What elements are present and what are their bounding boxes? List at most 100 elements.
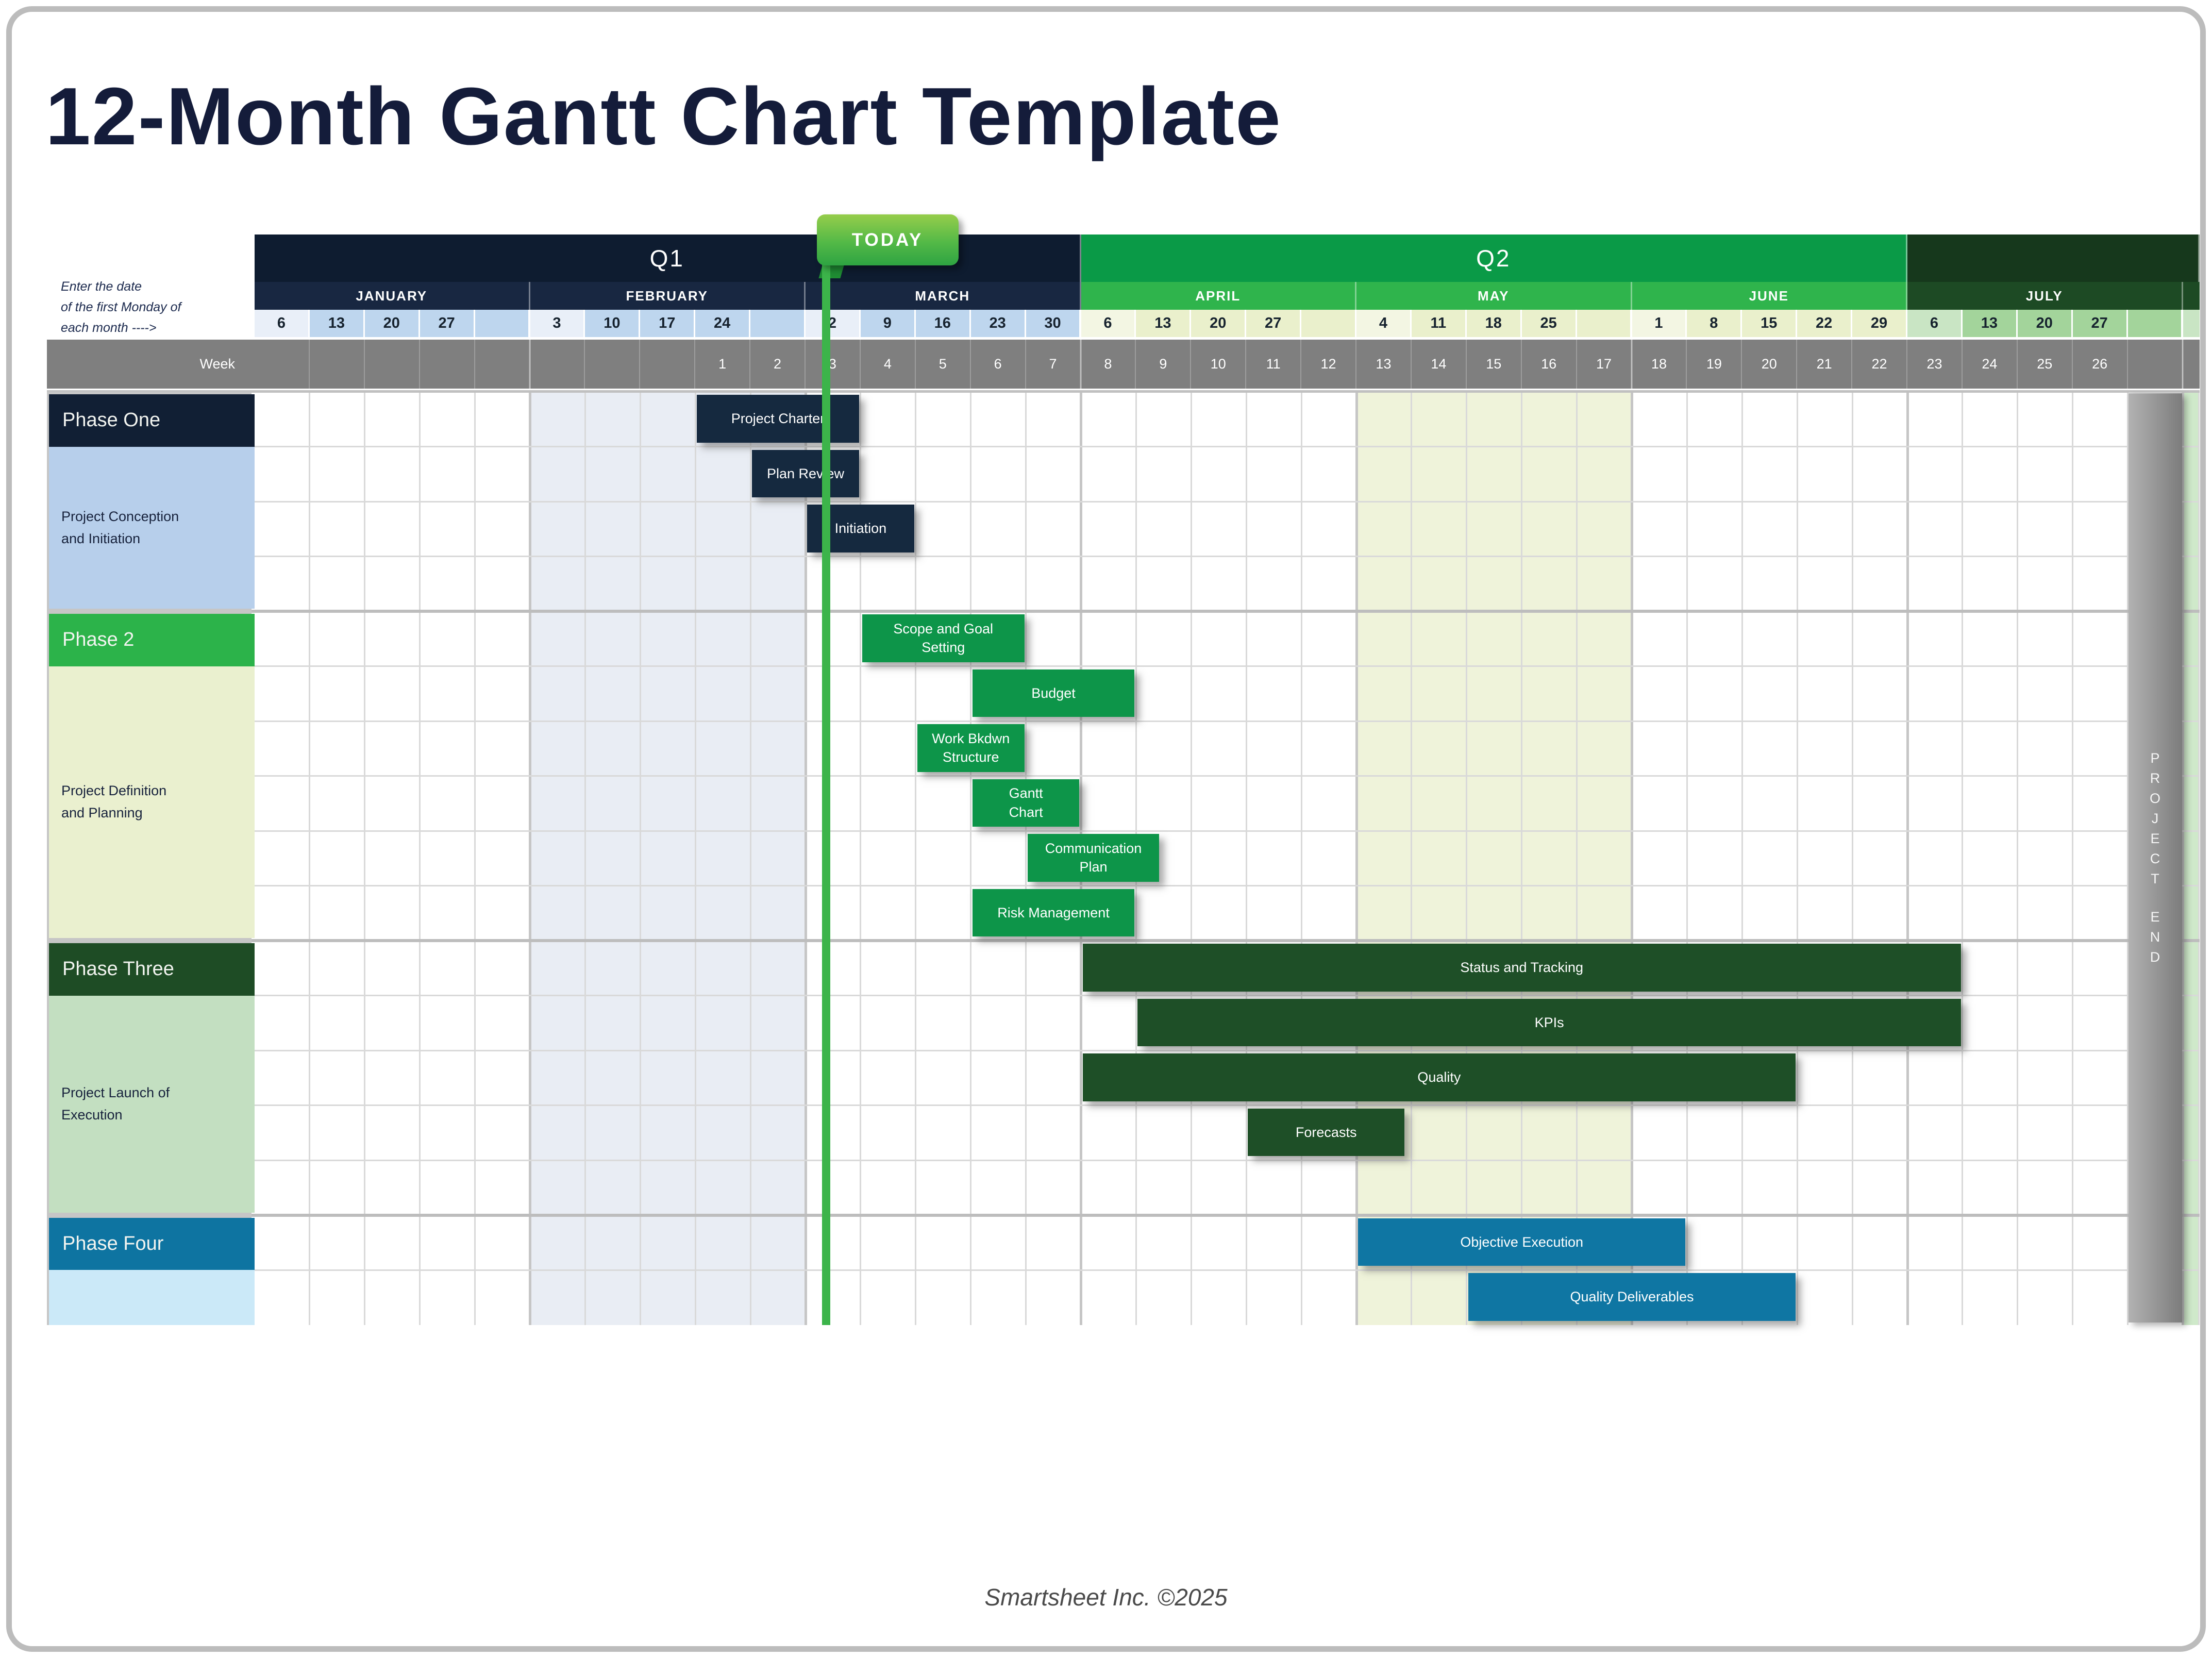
gridline (47, 390, 2200, 393)
gridline (474, 392, 476, 1325)
week-cell-16: 16 (1521, 340, 1577, 389)
week-cell-20: 20 (1742, 340, 1798, 389)
gridline (364, 392, 366, 1325)
gridline (1300, 392, 1302, 1325)
gridline (1466, 392, 1468, 1325)
task-bar-plan-review: Plan Review (752, 449, 859, 497)
gridline (255, 1104, 2200, 1106)
quarter-header-2: Q2 (1081, 235, 1907, 282)
page-title: 12-Month Gantt Chart Template (45, 71, 1282, 162)
phase-header-1: Phase One (49, 394, 255, 447)
gridline (255, 885, 2200, 886)
week-cell-9: 9 (1136, 340, 1192, 389)
week-cell-empty (475, 340, 530, 389)
today-line (822, 260, 830, 1325)
week-cell-empty (255, 340, 310, 389)
section-divider (47, 1213, 2200, 1217)
week-cell-5: 5 (915, 340, 971, 389)
date-cell-february-3: 3 (530, 310, 585, 337)
task-bar-scope-and-goal-setting: Scope and Goal Setting (862, 614, 1025, 662)
gridline (584, 392, 586, 1325)
gridline (1962, 392, 1964, 1325)
week-cell-14: 14 (1411, 340, 1467, 389)
gridline (255, 720, 2200, 722)
task-bar-communication-plan: Communication Plan (1027, 834, 1160, 882)
section-divider (47, 610, 2200, 613)
date-cell-march-23: 23 (970, 310, 1026, 337)
gridline (860, 392, 862, 1325)
date-cell-may-25: 25 (1521, 310, 1577, 337)
task-bar-budget: Budget (972, 669, 1135, 717)
note-line-1: Enter the date (61, 279, 142, 294)
gridline (2127, 392, 2129, 1325)
date-cell-february-17: 17 (640, 310, 696, 337)
month-header-january: JANUARY (255, 282, 530, 310)
gridline (804, 392, 807, 1325)
week-row-label: Week (47, 340, 255, 389)
task-bar-project-charter: Project Charter (697, 395, 859, 443)
footer-credit: Smartsheet Inc. ©2025 (984, 1584, 1228, 1611)
gridline (1245, 392, 1247, 1325)
week-cell-empty (364, 340, 420, 389)
gridline (1411, 392, 1413, 1325)
date-cell-january-6: 6 (255, 310, 310, 337)
week-cell-2: 2 (750, 340, 806, 389)
month-header-august-partial (2183, 282, 2200, 310)
date-cell-april-20: 20 (1191, 310, 1247, 337)
gridline (970, 392, 972, 1325)
date-cell-empty (2127, 310, 2183, 337)
date-cell-july-27: 27 (2072, 310, 2128, 337)
month-header-june: JUNE (1632, 282, 1907, 310)
date-cell-february-10: 10 (585, 310, 641, 337)
gridline (1686, 392, 1688, 1325)
may-band (1356, 392, 1632, 1325)
week-cell-26: 26 (2072, 340, 2128, 389)
date-cell-july-20: 20 (2017, 310, 2073, 337)
week-cell-7: 7 (1026, 340, 1081, 389)
date-cell-february-24: 24 (695, 310, 751, 337)
gridline (255, 665, 2200, 667)
week-cell-17: 17 (1577, 340, 1632, 389)
month-header-april: APRIL (1081, 282, 1356, 310)
gridline (2198, 392, 2200, 1325)
task-bar-gantt-chart: Gantt Chart (972, 779, 1080, 827)
date-cell-june-22: 22 (1797, 310, 1853, 337)
phase-header-2: Phase 2 (49, 614, 255, 666)
gridline (255, 500, 2200, 503)
week-cell-21: 21 (1797, 340, 1853, 389)
gridline (255, 1159, 2200, 1161)
week-cell-6: 6 (970, 340, 1026, 389)
gridline (2017, 392, 2019, 1325)
phase-header-4: Phase Four (49, 1217, 255, 1270)
phase-label-4 (49, 1270, 255, 1325)
month-header-march: MARCH (806, 282, 1081, 310)
week-cell-august-partial (2183, 340, 2200, 389)
week-cell-empty (585, 340, 641, 389)
section-divider (47, 939, 2200, 942)
week-cell-empty (640, 340, 696, 389)
date-cell-empty (1577, 310, 1632, 337)
week-cell-4: 4 (860, 340, 916, 389)
gridline (255, 1049, 2200, 1051)
week-cell-25: 25 (2017, 340, 2073, 389)
date-cell-june-15: 15 (1742, 310, 1798, 337)
gridline (1631, 392, 1633, 1325)
gridline (255, 446, 2200, 447)
week-cell-3: 3 (806, 340, 861, 389)
week-cell-24: 24 (1962, 340, 2018, 389)
quarter-header-3 (1907, 235, 2200, 282)
phase-label-1: Project Conception and Initiation (49, 446, 255, 609)
gridline (1576, 392, 1578, 1325)
gridline (419, 392, 421, 1325)
gridline (1521, 392, 1523, 1325)
week-cell-8: 8 (1081, 340, 1136, 389)
date-cell-may-4: 4 (1356, 310, 1412, 337)
week-cell-18: 18 (1632, 340, 1687, 389)
phase-label-2: Project Definition and Planning (49, 666, 255, 938)
date-cell-march-16: 16 (915, 310, 971, 337)
phase-label-3: Project Launch of Execution (49, 995, 255, 1213)
week-cell-10: 10 (1191, 340, 1247, 389)
week-cell-23: 23 (1907, 340, 1963, 389)
